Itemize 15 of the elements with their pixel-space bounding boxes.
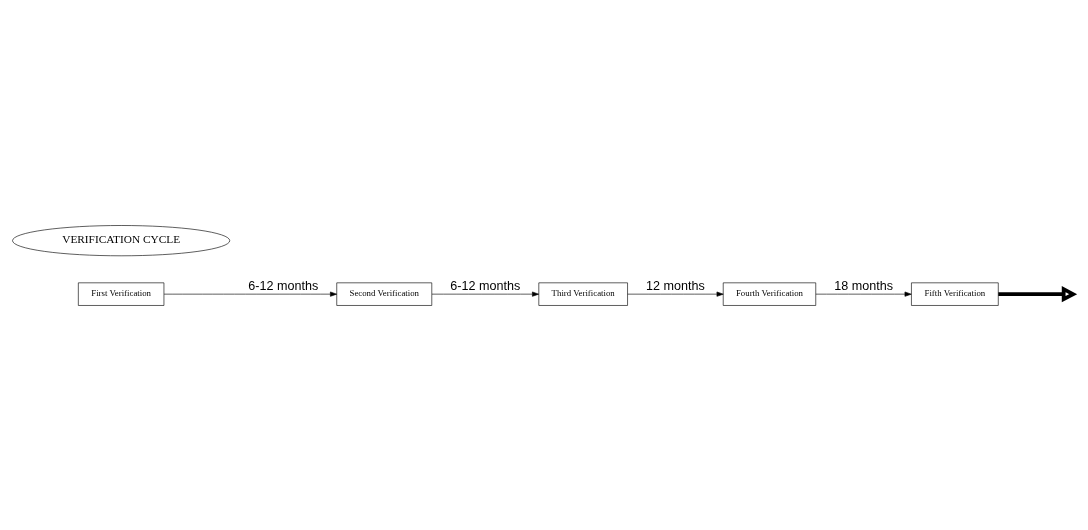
node-box: Fifth Verification: [911, 282, 999, 306]
arrow: [163, 291, 337, 297]
node-box: First Verification: [78, 282, 165, 306]
arrow: [998, 285, 1078, 302]
node-box: Second Verification: [336, 282, 433, 306]
edge-label: 18 months: [834, 278, 893, 293]
edge-label: 6-12 months: [248, 278, 319, 293]
node-box: Fourth Verification: [722, 282, 817, 306]
arrow: [815, 291, 912, 297]
edge-label: 12 months: [646, 278, 705, 293]
node-box: Third Verification: [538, 282, 628, 306]
node-ellipse: VERIFICATION CYCLE: [12, 224, 231, 256]
edge-label: 6-12 months: [450, 278, 521, 293]
arrow: [627, 291, 724, 297]
arrow: [431, 291, 539, 297]
